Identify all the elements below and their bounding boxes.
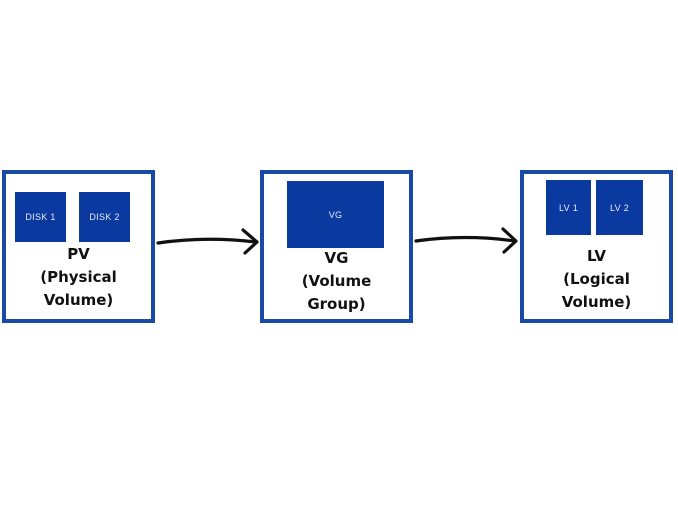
pv-title: PV [67, 245, 90, 263]
arrow-pv-to-vg [156, 228, 259, 255]
lv-1-block: LV 1 [546, 180, 591, 235]
vg-box: VG VG (Volume Group) [260, 170, 413, 323]
lv-subtitle-line1: (Logical [563, 270, 630, 288]
vg-subtitle-line2: Group) [307, 295, 366, 313]
lv-title: LV [586, 247, 607, 265]
pv-box: DISK 1 DISK 2 PV (Physical Volume) [2, 170, 155, 323]
lv-label: LV (Logical Volume) [524, 245, 669, 314]
lv-2-block: LV 2 [596, 180, 643, 235]
vg-title: VG [324, 249, 349, 267]
lv-subtitle-line2: Volume) [561, 293, 632, 311]
lv-box: LV 1 LV 2 LV (Logical Volume) [520, 170, 673, 323]
arrow-vg-to-lv [414, 227, 518, 254]
vg-label: VG (Volume Group) [264, 247, 409, 316]
pv-subtitle-line2: Volume) [43, 291, 114, 309]
disk-2-block: DISK 2 [79, 192, 130, 242]
vg-subtitle-line1: (Volume [301, 272, 372, 290]
pv-subtitle-line1: (Physical [40, 268, 117, 286]
disk-1-block: DISK 1 [15, 192, 66, 242]
pv-label: PV (Physical Volume) [6, 243, 151, 312]
vg-block: VG [287, 181, 384, 248]
